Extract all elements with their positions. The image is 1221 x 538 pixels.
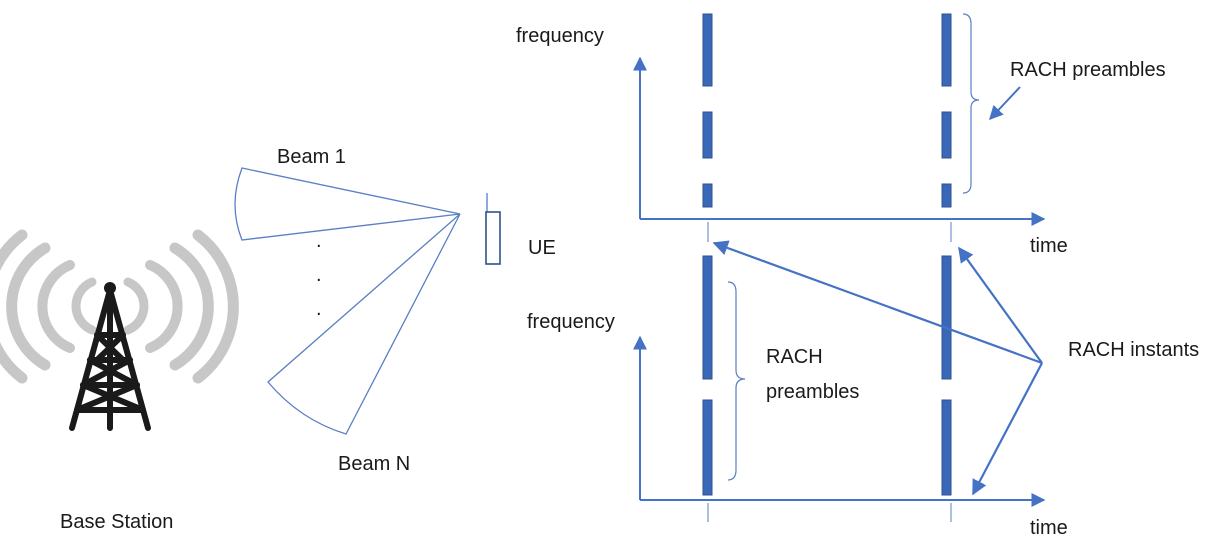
beam-dot-1: . <box>316 230 322 252</box>
top-preambles-pointer <box>989 86 1021 121</box>
beams <box>234 167 461 435</box>
bottom-preambles-brace <box>727 281 746 481</box>
bottom-frequency-label: frequency <box>527 311 615 333</box>
ue-label: UE <box>528 237 556 259</box>
top-time-label: time <box>1030 235 1068 257</box>
top-preamble-bar <box>702 13 713 87</box>
top-preamble-bar <box>702 183 713 208</box>
bottom-preambles-label-line2: preambles <box>766 381 859 403</box>
ue: UE <box>485 193 556 265</box>
beam-n-label: Beam N <box>338 453 410 475</box>
bottom-preamble-bar <box>702 255 713 380</box>
bottom-preamble-bar <box>941 255 952 380</box>
bottom-time-label: time <box>1030 517 1068 538</box>
beam-1-shape <box>234 167 461 241</box>
base-station: Base Station <box>0 229 239 533</box>
base-station-label: Base Station <box>60 511 173 533</box>
bottom-preamble-bar <box>941 399 952 496</box>
top-frequency-label: frequency <box>516 25 604 47</box>
top-plot: frequency time RACH preambles <box>516 13 1166 257</box>
top-preambles-brace <box>962 13 980 194</box>
rach-instants-label: RACH instants <box>1068 339 1199 361</box>
bottom-preamble-bar <box>702 399 713 496</box>
top-preamble-bar <box>702 111 713 159</box>
top-preamble-bar <box>941 183 952 208</box>
top-preamble-bar <box>941 111 952 159</box>
beam-n-shape <box>267 213 461 435</box>
beam-dot-2: . <box>316 264 322 286</box>
bottom-preambles-label-line1: RACH <box>766 346 823 368</box>
top-preambles-label: RACH preambles <box>1010 59 1166 81</box>
top-preamble-bar <box>941 13 952 87</box>
bottom-plot: frequency time RACH preambles <box>527 255 1068 538</box>
beam-1-label: Beam 1 <box>277 146 346 168</box>
radio-tower-icon <box>0 229 239 431</box>
rach-instants-arrows <box>712 240 1043 496</box>
beam-dot-3: . <box>316 298 322 320</box>
ue-device <box>485 211 501 265</box>
